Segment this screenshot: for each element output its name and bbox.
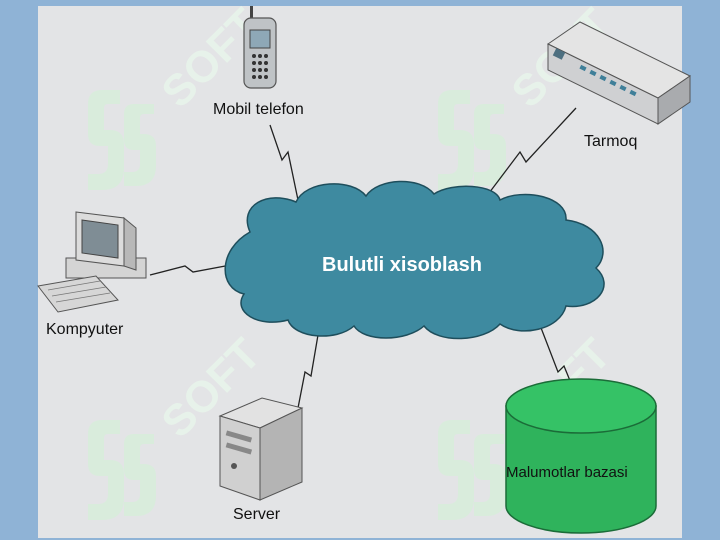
connector-mobile (269, 124, 299, 201)
cloud-label: Bulutli xisoblash (322, 254, 483, 276)
cloud-shape (224, 180, 605, 340)
network-label: Tarmoq (584, 133, 638, 150)
server-icon (218, 397, 304, 501)
mobile-phone-icon (243, 6, 277, 89)
mobile-phone-label: Mobil telefon (213, 101, 304, 118)
connector-network (479, 107, 577, 206)
database-icon (505, 378, 657, 534)
network-switch-icon (547, 21, 691, 125)
watermark-logo (88, 90, 506, 520)
connectors (149, 107, 583, 411)
database-label: Malumotlar bazasi (506, 464, 628, 481)
computer-icon (37, 211, 147, 313)
connector-computer (149, 263, 237, 276)
computer-label: Kompyuter (46, 321, 124, 338)
server-label: Server (233, 506, 281, 523)
connector-server (297, 334, 319, 409)
